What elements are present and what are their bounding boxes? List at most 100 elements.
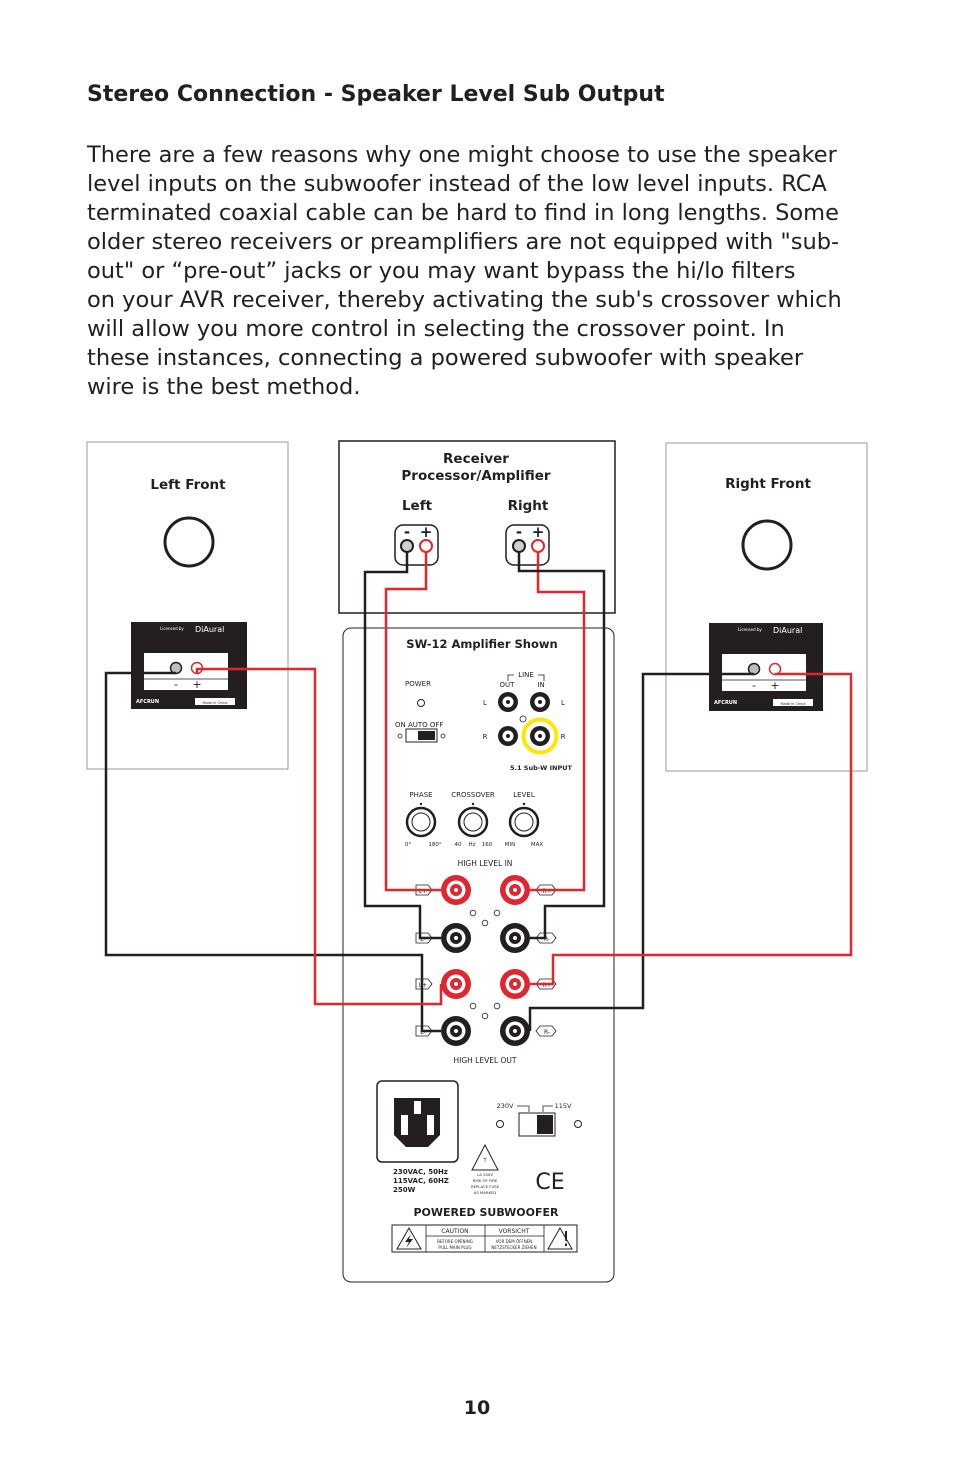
binding-post-l-minus-out [441,1016,471,1046]
wire-right-speaker-pos [530,672,853,986]
body-line: will allow you more control in selecting… [87,316,785,342]
body-line: these instances, connecting a powered su… [87,345,804,371]
receiver-right-neg-terminal [512,539,526,553]
receiver-left-pos-terminal [419,539,433,553]
line-out-label: OUT [500,681,516,689]
left-speaker-plus: + [192,678,201,691]
wire-left-speaker-pos [195,667,443,1006]
amplifier-title: SW-12 Amplifier Shown [406,637,557,651]
left-front-speaker: Left Front Licensed by DiAural - + AFCRU… [86,441,289,770]
wire-receiver-right-neg [517,552,606,940]
right-speaker-driver-icon [741,519,793,571]
wire-left-speaker-neg [104,671,441,1033]
level-label: LEVEL [513,791,535,799]
high-level-out-label: HIGH LEVEL OUT [453,1056,516,1065]
receiver-left-label: Left [402,498,433,514]
crossover-knob [457,802,489,838]
spec-line-3: 250W [393,1186,416,1194]
caution-line-2: PULL MAIN PLUG [438,1245,471,1250]
binding-post-r-minus-in [500,923,530,953]
receiver-title-2: Processor/Amplifier [401,468,551,484]
page-number: 10 [463,1397,491,1419]
caution-heading: CAUTION [441,1228,468,1235]
level-max-label: MAX [531,842,544,848]
vorsicht-line-1: VOR DEM ÖFFNEN [496,1239,532,1244]
voltage-230-label: 230V [497,1102,514,1110]
terminal-tag-r-minus-in: R- [544,936,550,943]
voltage-115-label: 115V [555,1102,572,1110]
spec-line-2: 115VAC, 60HZ [393,1177,449,1185]
warning-symbol: ! [562,1227,570,1251]
body-line: on your AVR receiver, thereby activating… [87,287,842,313]
left-speaker-minus: - [174,678,178,691]
binding-post-l-plus-out [441,969,471,999]
high-level-in-label: HIGH LEVEL IN [458,859,513,868]
right-speaker-plus: + [770,679,779,692]
rca-out-right-jack [498,726,518,746]
sub-input-highlight [521,717,559,755]
speaker-wires [104,552,853,1033]
page-heading: Stereo Connection - Speaker Level Sub Ou… [87,82,665,107]
fuse-line-1: T [482,1158,487,1164]
receiver-right-pos-terminal [531,539,545,553]
body-line: terminated coaxial cable can be hard to … [87,200,839,226]
phase-min-label: 0° [405,842,411,848]
receiver-left-plus: + [420,523,433,541]
sub-input-label: 5.1 Sub-W INPUT [510,764,572,772]
level-min-label: MIN [505,842,515,848]
crossover-label: CROSSOVER [451,791,495,799]
crossover-max-label: 160 [482,842,493,848]
receiver-box: Receiver Processor/Amplifier Left Right … [338,440,616,614]
left-brand-text: DiAural [195,625,224,634]
body-line: wire is the best method. [87,374,361,400]
binding-post-r-minus-out [500,1016,530,1046]
rca-sub-input-jack [530,726,550,746]
right-licensed-text: Licensed by [738,627,762,632]
body-line: There are a few reasons why one might ch… [87,142,837,168]
body-line: level inputs on the subwoofer instead of… [87,171,827,197]
line-label: LINE [518,671,534,679]
wire-receiver-left-pos [384,552,441,892]
rca-out-left-jack [498,692,518,712]
binding-post-l-minus-in [441,923,471,953]
product-name-label: POWERED SUBWOOFER [414,1206,560,1219]
right-speaker-minus: - [752,679,756,692]
fuse-warning-icon [471,1143,499,1171]
wire-right-speaker-neg [528,672,754,1031]
body-paragraph: There are a few reasons why one might ch… [87,141,887,402]
binding-post-r-plus-in [500,875,530,905]
receiver-left-neg-terminal [400,539,414,553]
exclamation-warning-icon [547,1226,573,1250]
phase-max-label: 180° [428,842,441,848]
fuse-line-5: AS MARKED [474,1190,497,1195]
receiver-title-1: Receiver [443,451,509,467]
receiver-right-label: Right [508,498,549,514]
terminal-tag-r-plus-in: R+ [542,888,551,895]
binding-post-l-plus-in [441,875,471,905]
wire-receiver-left-neg [363,552,441,940]
caution-box [391,1224,578,1253]
terminal-tag-r-minus-out: R- [544,1029,550,1036]
right-badge-text: Made in China [781,702,806,706]
ac-power-inlet [376,1080,459,1163]
line-r-label-right: R [561,733,566,741]
rca-in-left-jack [530,692,550,712]
terminal-tag-l-minus-out: L- [420,1029,425,1036]
left-speaker-driver-icon [163,516,215,568]
binding-post-r-plus-out [500,969,530,999]
power-switch-label: ON AUTO OFF [395,721,443,729]
right-front-speaker: Right Front Licensed by DiAural - + AFCR… [665,442,868,772]
caution-line-1: BEFORE OPENING [437,1239,473,1244]
body-line: out" or “pre-out” jacks or you may want … [87,258,796,284]
body-line: older stereo receivers or preamplifiers … [87,229,840,255]
ce-mark: CE [535,1170,564,1195]
left-badge-text: Made in China [203,701,228,705]
line-r-label-left: R [483,733,488,741]
right-maker-text: AFCRUN [714,700,737,706]
left-speaker-label: Left Front [150,477,226,493]
right-brand-text: DiAural [773,626,802,635]
terminal-tag-r-plus-out: R+ [542,982,551,989]
line-l-label-left: L [483,699,487,707]
wire-receiver-right-pos [530,552,586,892]
